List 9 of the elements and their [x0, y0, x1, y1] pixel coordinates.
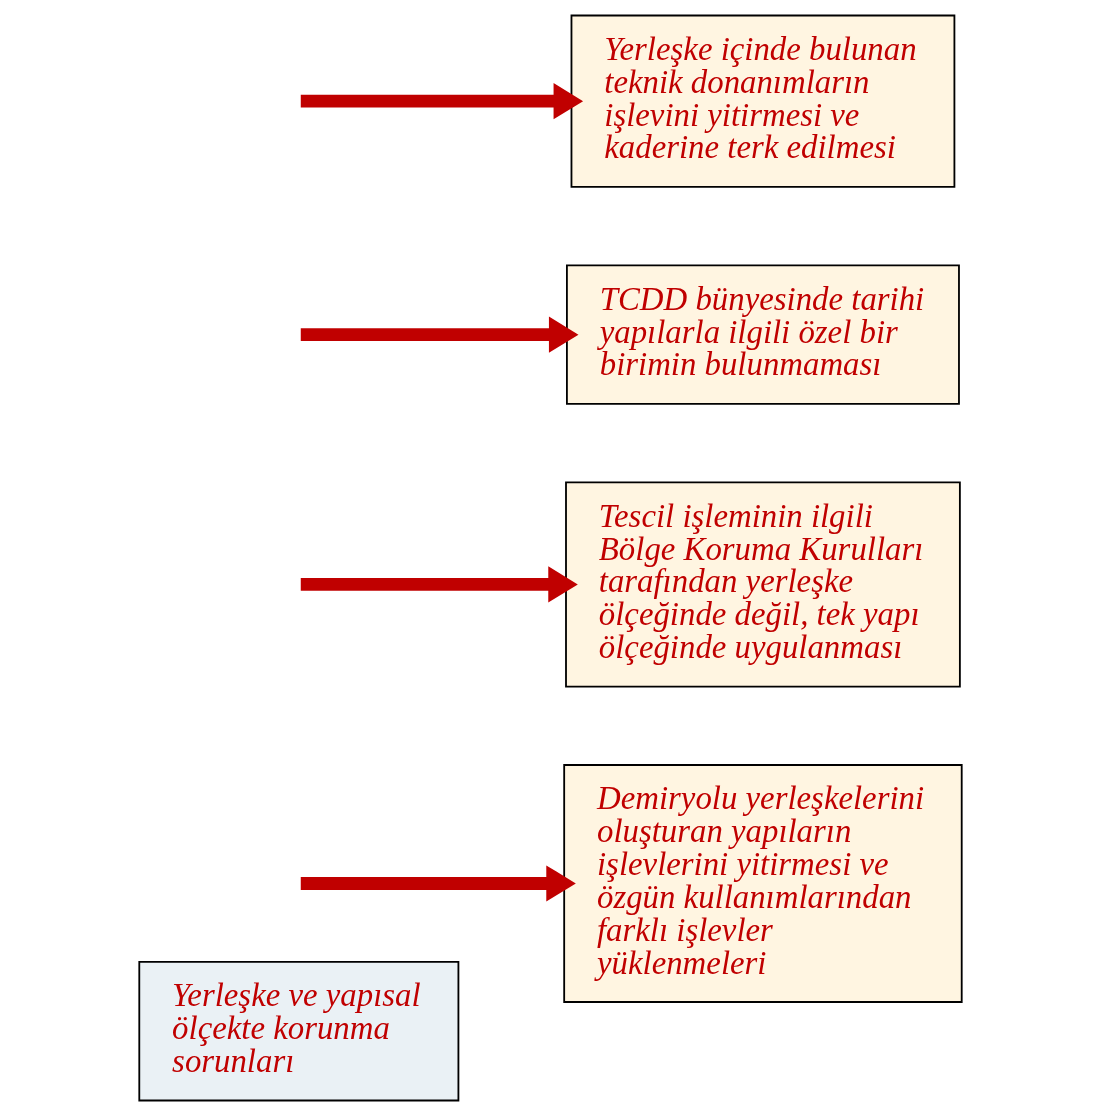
node-box: Yerleşke ve yapısal ölçekte korunma sorunları [138, 961, 460, 1102]
arrow [300, 865, 576, 902]
node-box: Demiryolu yerleşkelerini oluşturan yapıların işlevlerini yitirmesi ve özgün kullanımlarından farklı işlevler yüklenmeleri [563, 764, 963, 1003]
node-box: Yerleşke içinde bulunan teknik donanımların işlevini yitirmesi ve kaderine terk edilmesi [570, 14, 956, 188]
node-box: Tescil işleminin ilgili Bölge Koruma Kurulları tarafından yerleşke ölçeğinde değil, tek yapı ölçeğinde uygulanması [565, 481, 961, 688]
arrow [300, 83, 584, 120]
node-box: TCDD bünyesinde tarihi yapılarla ilgili özel bir birimin bulunmaması [566, 264, 960, 405]
arrow [300, 316, 579, 353]
arrow [300, 566, 578, 603]
